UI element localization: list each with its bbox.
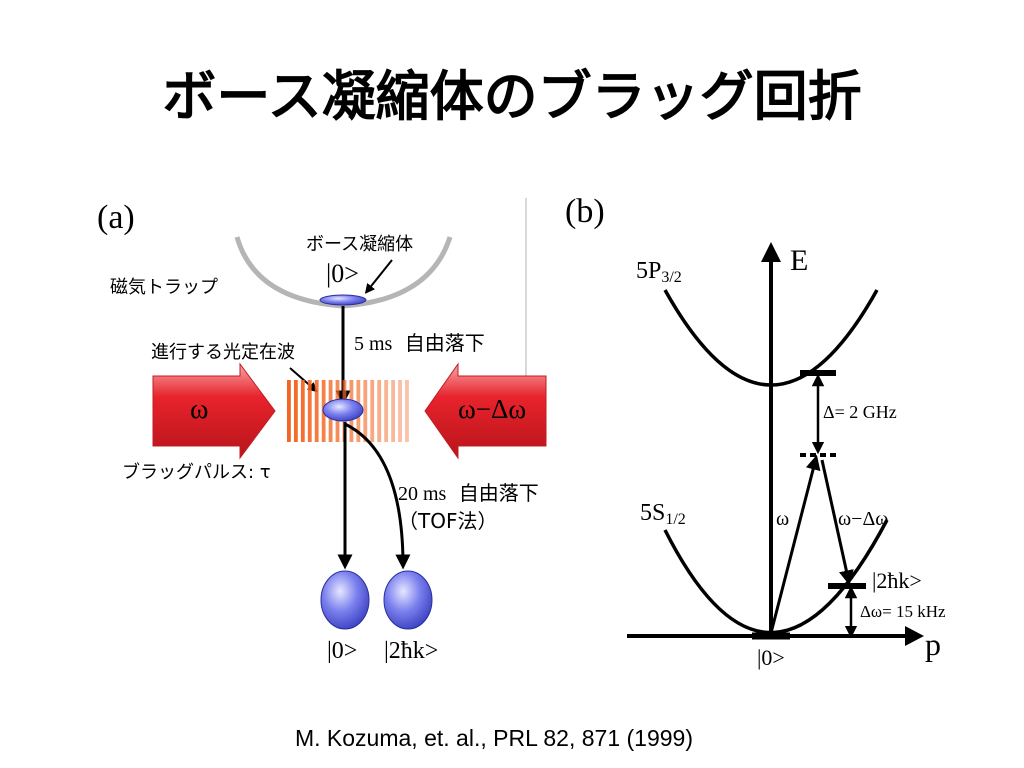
left-beam-arrow	[152, 362, 276, 460]
wave-stripe	[384, 380, 389, 442]
panel-a: (a) ボース凝縮体 |0> 磁気トラップ 5 ms 自由落下 進行する光定在波…	[97, 198, 547, 664]
right-beam-arrow	[424, 362, 547, 460]
atom-cloud-zero	[320, 570, 370, 630]
wave-stripe	[314, 380, 319, 442]
omega-minus-label: ω−Δω	[838, 508, 888, 530]
wave-stripe	[287, 380, 291, 442]
trap-label: 磁気トラップ	[110, 277, 218, 298]
panel-b-label: (b)	[565, 193, 605, 230]
lower-level-label: 5S1/2	[640, 500, 686, 528]
fall2-text: 自由落下	[459, 481, 539, 505]
upper-level-name: 5P	[636, 258, 661, 284]
citation: M. Kozuma, et. al., PRL 82, 871 (1999)	[294, 725, 694, 751]
wave-stripe	[377, 380, 382, 442]
slide-title: ボース凝縮体のブラッグ回折	[162, 65, 862, 128]
p-axis-label: p	[925, 626, 941, 662]
output-ket-2hk: |2ħk>	[384, 638, 438, 664]
upper-level-label: 5P3/2	[636, 258, 682, 286]
wave-stripe	[405, 380, 409, 442]
panel-b: (b) E p 5P3/2 5S1/2 Δ= 2 GHz ω ω−Δω	[565, 193, 946, 670]
wave-stripe	[307, 380, 312, 442]
trap-ket-zero: |0>	[326, 259, 359, 288]
bec-cloud-trap	[319, 294, 367, 306]
left-beam-label: ω	[190, 394, 208, 425]
fall1-label: 5 ms 自由落下	[354, 331, 485, 355]
omega-label: ω	[776, 508, 789, 530]
delta-omega-label: Δω= 15 kHz	[860, 602, 946, 621]
initial-ket-zero: |0>	[757, 645, 785, 670]
bec-cloud-wave	[322, 398, 364, 422]
bragg-pulse-label: ブラッグパルス: τ	[122, 461, 271, 483]
wave-stripe	[370, 380, 375, 442]
upper-level-sub: 3/2	[661, 269, 681, 286]
standing-wave-label: 進行する光定在波	[151, 342, 295, 363]
atom-cloud-2hk	[383, 570, 433, 630]
bec-label: ボース凝縮体	[306, 234, 413, 255]
fall1-time: 5 ms	[354, 333, 393, 355]
output-ket-zero: |0>	[327, 638, 357, 664]
fall2-label: 20 ms 自由落下	[398, 481, 539, 505]
omega-arrow	[769, 454, 821, 634]
wave-stripe	[391, 380, 395, 442]
final-ket-2hk: |2ħk>	[872, 568, 922, 593]
bec-pointer-arrow	[364, 259, 393, 294]
tof-label: （TOF法）	[398, 509, 497, 533]
omega-minus-arrow	[820, 459, 854, 586]
fall-arrow-2hk	[344, 422, 411, 570]
wave-stripe	[398, 380, 402, 442]
lower-level-sub: 1/2	[665, 511, 685, 528]
e-axis-label: E	[790, 244, 808, 277]
wave-stripe	[300, 380, 305, 442]
fall1-text: 自由落下	[405, 331, 485, 355]
fall2-time: 20 ms	[398, 483, 447, 505]
wave-stripe	[293, 380, 298, 442]
p-axis-arrowhead	[905, 626, 924, 646]
detuning-label: Δ= 2 GHz	[823, 402, 897, 422]
wave-stripe	[363, 380, 368, 442]
lower-level-name: 5S	[640, 500, 665, 526]
right-beam-label: ω−Δω	[458, 394, 526, 424]
upper-parabola	[663, 289, 879, 387]
panel-a-label: (a)	[97, 199, 135, 236]
e-axis-arrowhead	[761, 242, 781, 262]
